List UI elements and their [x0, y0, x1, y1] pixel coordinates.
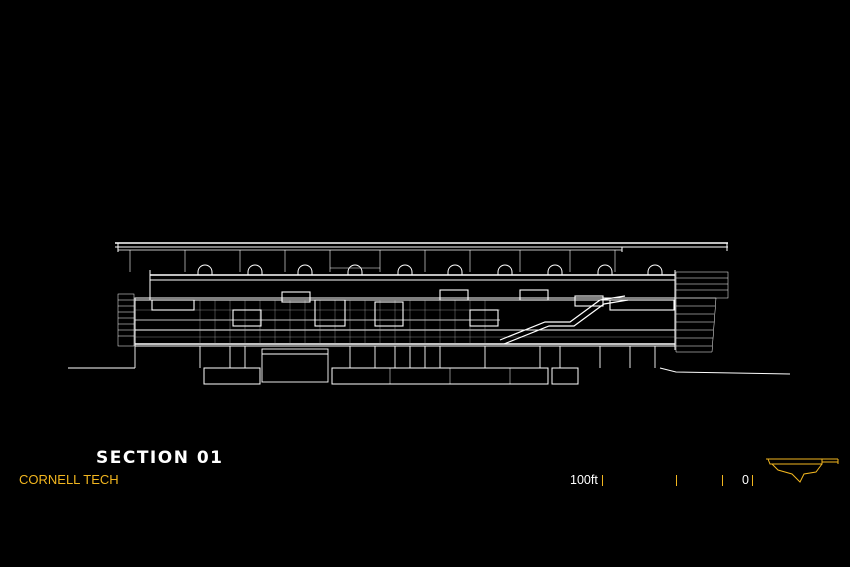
scale-tick [676, 475, 677, 486]
upper-floor [149, 264, 676, 350]
scale-tick [722, 475, 723, 486]
main-building-body [134, 297, 676, 347]
scale-label-100ft: 100ft [570, 473, 598, 487]
basement [203, 367, 579, 385]
project-name: CORNELL TECH [19, 472, 119, 487]
ground-floor [134, 346, 656, 383]
facade-openings [151, 289, 675, 327]
right-louvers [675, 271, 729, 353]
left-cladding [117, 293, 135, 347]
key-plan-icon [766, 458, 839, 483]
section-title: SECTION 01 [96, 448, 224, 468]
atrium-stair [499, 295, 629, 345]
roof-supports [129, 250, 616, 272]
scale-tick [752, 475, 753, 486]
scale-bar: 100ft 0 [570, 472, 760, 488]
scale-tick [602, 475, 603, 486]
ground-line [68, 367, 791, 375]
facade-grid [135, 300, 675, 344]
scale-label-zero: 0 [742, 473, 749, 487]
roof-canopy [115, 242, 728, 252]
